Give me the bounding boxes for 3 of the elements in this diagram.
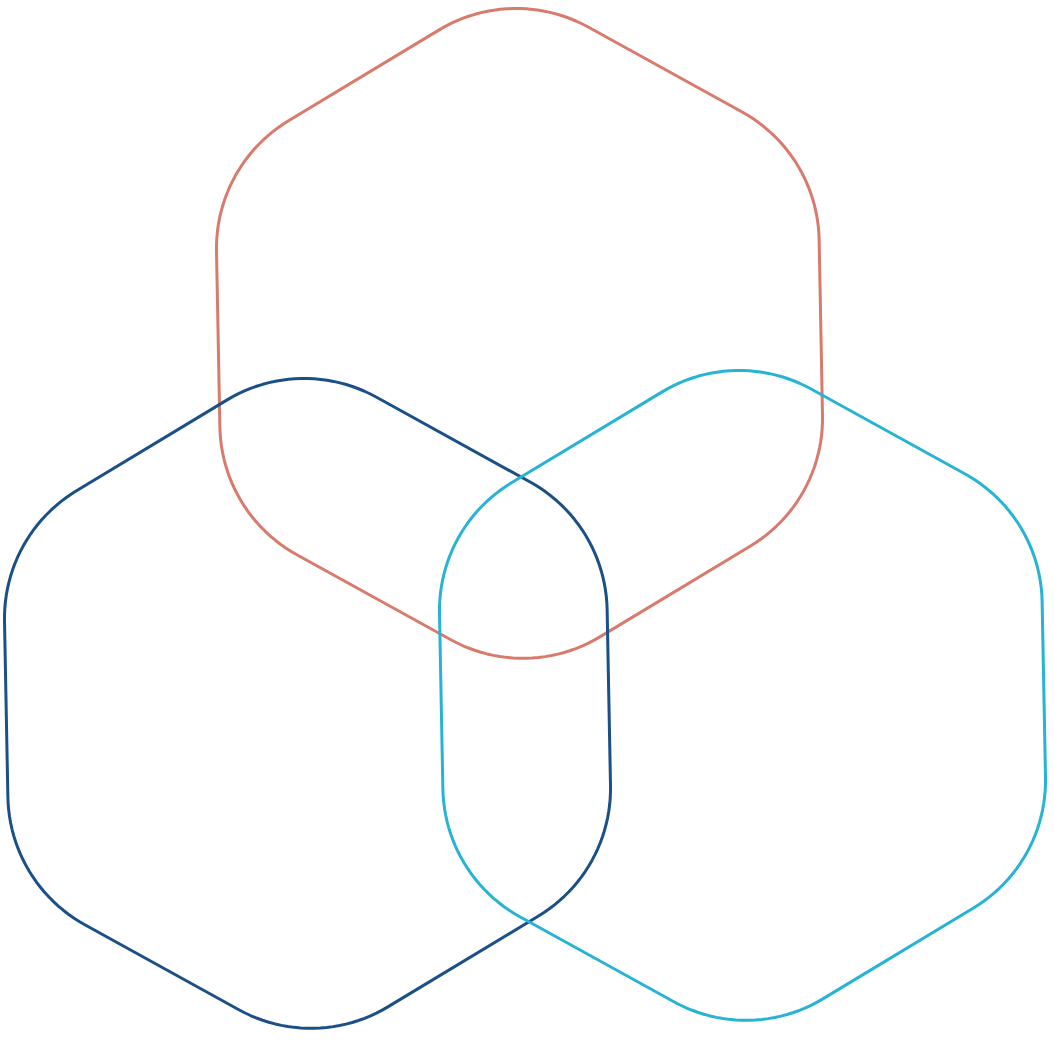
hexagon-outline — [215, 6, 825, 660]
hexagon-outline — [438, 368, 1048, 1022]
hexagon-outline — [3, 376, 613, 1030]
